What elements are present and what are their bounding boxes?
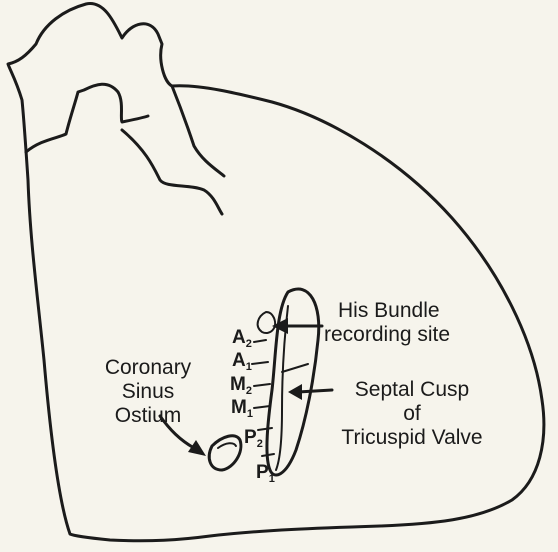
site-tick-p1: [262, 454, 274, 456]
site-tick-m1: [254, 406, 270, 408]
site-tick-m2: [254, 384, 270, 386]
his-bundle-label: His Bundle recording site: [338, 299, 450, 347]
tricuspid-annulus: [267, 289, 319, 475]
coronary-sinus-ostium-rim: [218, 443, 236, 448]
heart-outline: [8, 4, 544, 541]
his-bundle-label-line-1: His Bundle: [338, 299, 450, 323]
site-tick-a2: [254, 340, 266, 342]
cusp-chord: [282, 364, 308, 372]
coronary-sinus-label: Coronary Sinus Ostium: [100, 356, 196, 428]
septal-cusp-label-line-2: of: [324, 402, 500, 426]
coronary-sinus-label-line-3: Ostium: [100, 404, 196, 428]
site-label-m1: M1: [231, 398, 253, 424]
aorta-contour: [26, 84, 148, 152]
site-label-p2: P2: [244, 428, 263, 454]
septal-cusp-arrowhead: [288, 384, 302, 400]
coronary-sinus-label-line-1: Coronary: [100, 356, 196, 380]
septal-cusp-label-line-1: Septal Cusp: [324, 378, 500, 402]
site-tick-a1: [252, 362, 268, 364]
coronary-sinus-label-line-2: Sinus: [100, 380, 196, 404]
atrial-groove: [122, 130, 222, 214]
pulmonary-contour: [172, 86, 224, 176]
his-bundle-site: [258, 312, 275, 333]
septal-cusp-label-line-3: Tricuspid Valve: [324, 426, 500, 450]
site-label-p1: P1: [256, 463, 275, 489]
coronary-sinus-ostium: [209, 436, 241, 470]
coronary-sinus-arrowhead: [188, 440, 206, 456]
his-bundle-label-line-2: recording site: [324, 323, 450, 347]
septal-cusp-label: Septal Cusp of Tricuspid Valve: [324, 378, 500, 450]
